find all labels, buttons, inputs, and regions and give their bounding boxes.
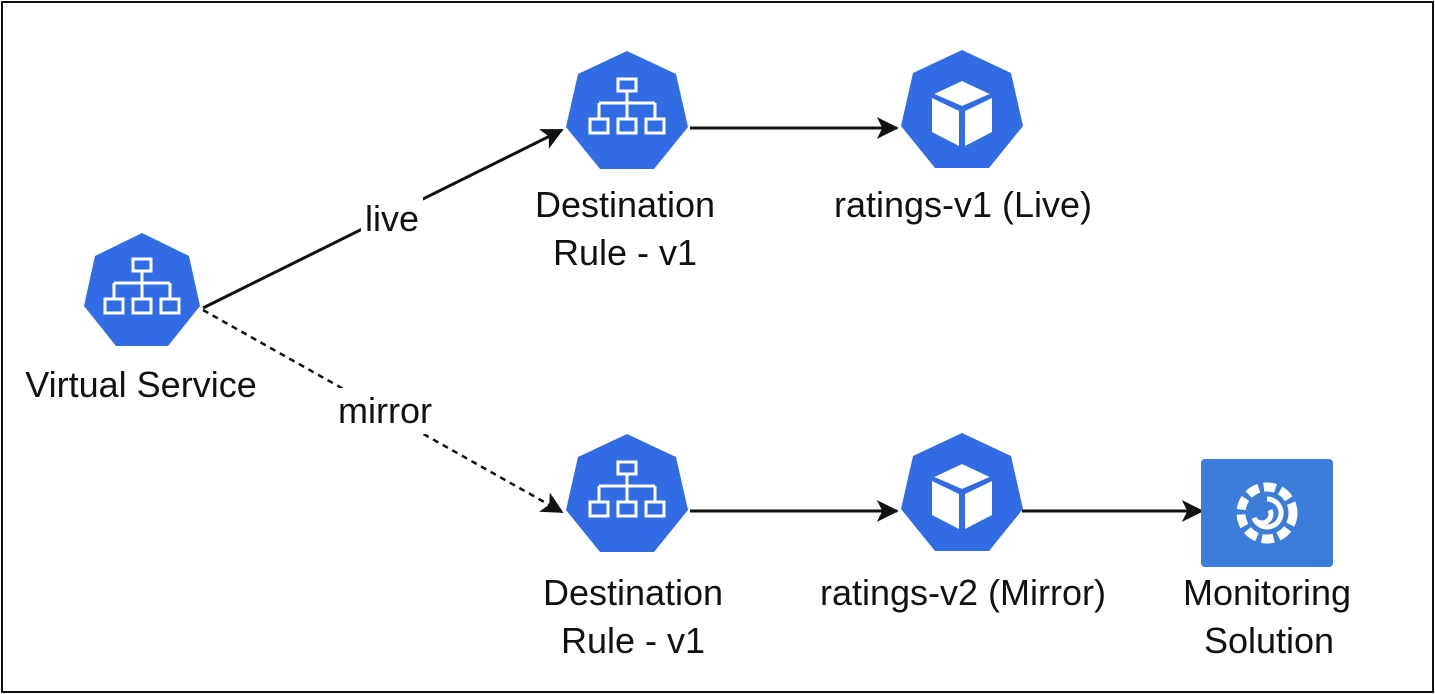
grafana-icon <box>1236 482 1298 544</box>
heptagon-shape <box>901 433 1023 551</box>
heptagon-shape <box>901 50 1023 168</box>
dest-rule-mirror-node <box>566 434 688 552</box>
service-hierarchy-icon <box>103 257 181 315</box>
service-hierarchy-icon <box>588 460 666 518</box>
pod-cube-icon <box>929 78 995 146</box>
edge-label-mirror: mirror <box>334 388 436 434</box>
edge-mirror <box>202 308 564 514</box>
edge-label-live: live <box>360 196 424 242</box>
monitoring-node <box>1201 459 1333 567</box>
virtual-service-label: Virtual Service <box>25 364 257 405</box>
pod-cube-icon <box>929 461 995 529</box>
ratings-v1-label: ratings-v1 (Live) <box>833 184 1093 225</box>
ratings-v2-label: ratings-v2 (Mirror) <box>819 572 1107 613</box>
virtual-service-node <box>84 233 200 346</box>
service-hierarchy-icon <box>588 77 666 135</box>
ratings-v2-node <box>901 433 1023 551</box>
dest-rule-live-label-line1: Destination <box>534 184 716 225</box>
dest-rule-mirror-label-line2: Rule - v1 <box>560 620 706 661</box>
dest-rule-mirror-label-line1: Destination <box>542 572 724 613</box>
monitoring-label-line1: Monitoring <box>1182 572 1352 613</box>
monitoring-label-line2: Solution <box>1203 620 1335 661</box>
dest-rule-live-node <box>566 51 688 169</box>
dest-rule-live-label-line2: Rule - v1 <box>552 232 698 273</box>
ratings-v1-node <box>901 50 1023 168</box>
grafana-tile <box>1201 459 1333 567</box>
